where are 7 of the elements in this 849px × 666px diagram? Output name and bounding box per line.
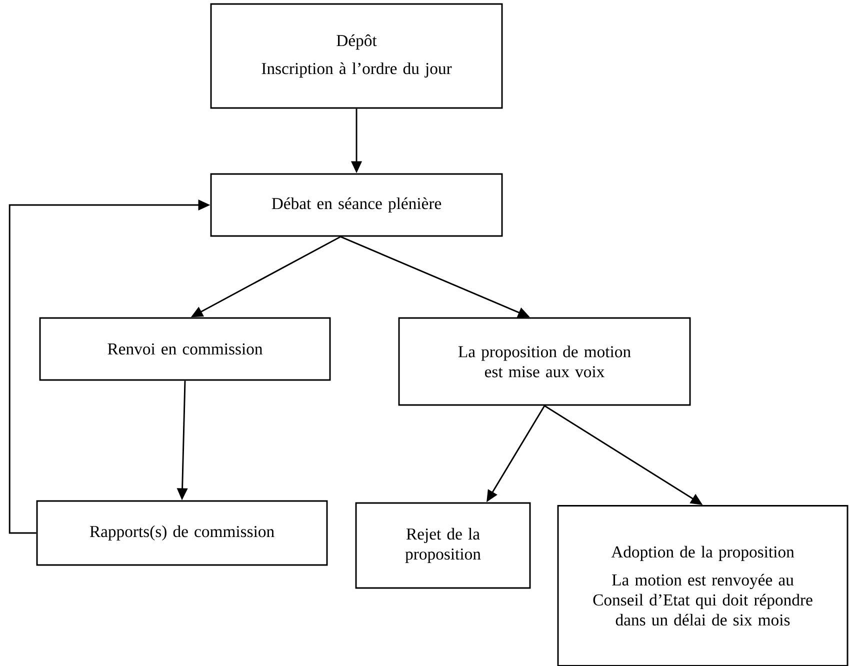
process-box: La proposition de motion est mise aux voix xyxy=(398,317,691,406)
process-box: Renvoi en commission xyxy=(39,317,331,381)
process-box: Débat en séance plénière xyxy=(210,173,503,237)
process-box: Rapports(s) de commission xyxy=(36,500,328,566)
process-box: Adoption de la proposition La motion est renvoyée au Conseil d’Etat qui doit répondre dans un délai de six mois xyxy=(557,504,848,666)
process-box: Dépôt Inscription à l’ordre du jour xyxy=(210,3,503,109)
process-box: Rejet de la proposition xyxy=(355,502,531,589)
